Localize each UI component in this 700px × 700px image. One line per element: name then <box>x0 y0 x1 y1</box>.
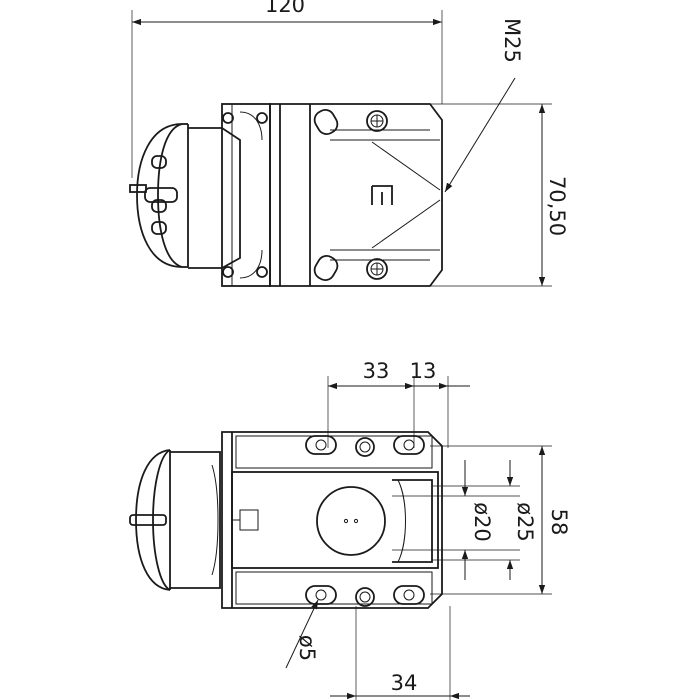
plug-top <box>129 449 221 591</box>
plug-face <box>129 123 189 268</box>
dim-hole-spacing: 33 13 <box>327 359 470 448</box>
dim-o20-label: ø20 <box>470 502 494 542</box>
dim-mount-spacing: 34 <box>330 606 470 700</box>
dim-thread: M25 <box>444 18 524 193</box>
dim-34-label: 34 <box>391 671 418 695</box>
dim-o5-label: ø5 <box>295 635 319 661</box>
dim-13-label: 13 <box>410 359 437 383</box>
top-view: 33 13 ø20 ø25 58 ø5 <box>129 359 571 700</box>
dim-m25-label: M25 <box>500 18 524 63</box>
dim-33-label: 33 <box>363 359 390 383</box>
dim-overall-length: 120 <box>131 0 443 178</box>
housing-top <box>221 431 443 609</box>
dim-58-label: 58 <box>547 509 571 536</box>
flange <box>221 103 271 287</box>
housing <box>269 103 443 287</box>
dim-hole-diameter: ø5 <box>285 599 319 669</box>
dim-width-top: 58 <box>430 445 571 595</box>
dim-diameters: ø20 ø25 <box>392 460 537 580</box>
dim-side-height: 70,50 <box>430 103 569 287</box>
dim-70-50-label: 70,50 <box>545 176 569 236</box>
side-view: 120 M25 70,50 <box>129 0 569 287</box>
dim-o25-label: ø25 <box>513 502 537 542</box>
dim-120-label: 120 <box>265 0 305 17</box>
